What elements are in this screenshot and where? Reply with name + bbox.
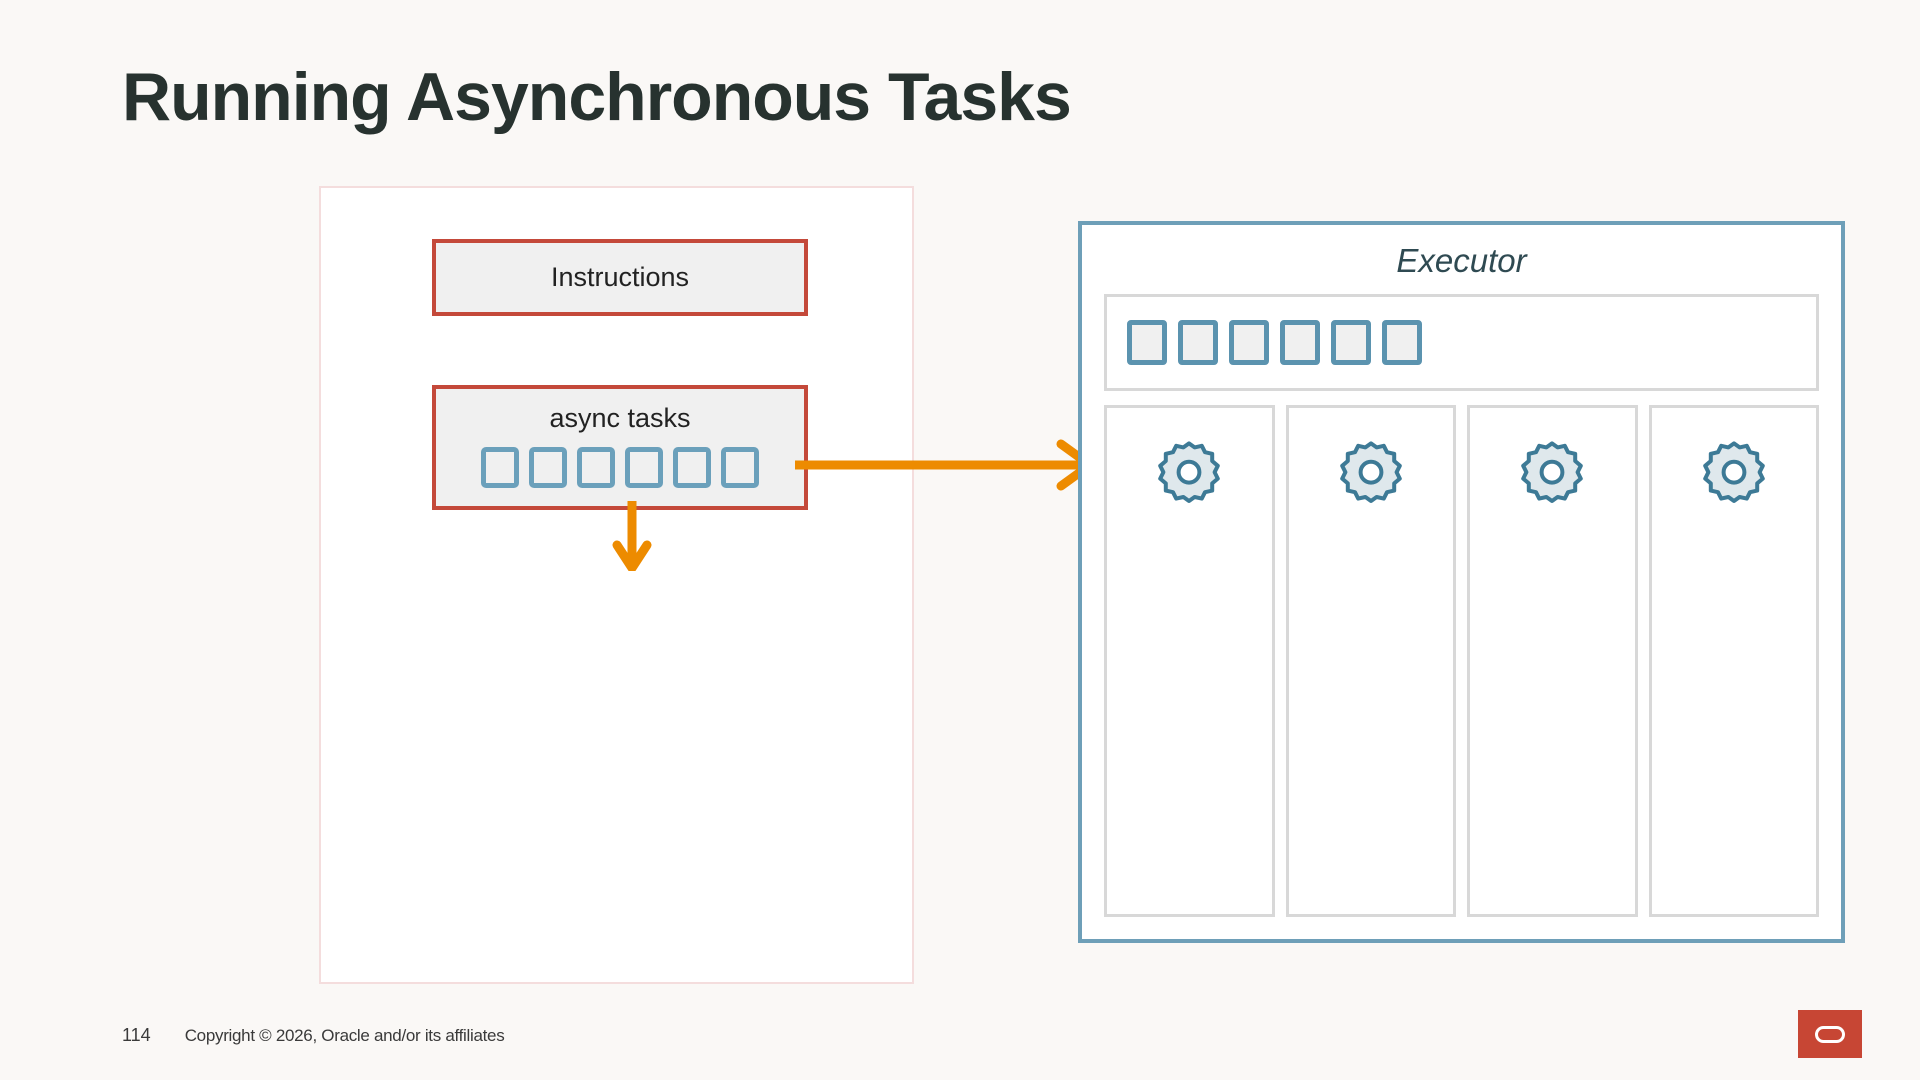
executor-panel: Executor <box>1078 221 1845 943</box>
worker-column <box>1104 405 1275 917</box>
gear-icon <box>1339 441 1402 503</box>
async-tasks-label: async tasks <box>549 403 691 433</box>
producer-panel: Instructions async tasks <box>319 186 914 984</box>
async-task-square-row <box>481 447 759 488</box>
oracle-logo-mark-icon <box>1815 1025 1845 1043</box>
executor-title: Executor <box>1396 242 1527 279</box>
task-square <box>529 447 567 488</box>
page-title: Running Asynchronous Tasks <box>122 59 1072 135</box>
instructions-box: Instructions <box>432 239 808 316</box>
queue-square <box>1229 320 1269 365</box>
footer: 114 Copyright © 2026, Oracle and/or its … <box>122 1025 505 1046</box>
task-square <box>577 447 615 488</box>
queue-square <box>1331 320 1371 365</box>
page-number: 114 <box>122 1025 151 1045</box>
instructions-to-async-arrow-icon <box>612 501 652 571</box>
worker-column <box>1467 405 1638 917</box>
gear-icon <box>1521 441 1584 503</box>
executor-queue <box>1104 294 1819 391</box>
worker-column <box>1285 405 1456 917</box>
task-square <box>625 447 663 488</box>
worker-column <box>1648 405 1819 917</box>
queue-square <box>1178 320 1218 365</box>
copyright-text: Copyright © 2026, Oracle and/or its affi… <box>184 1026 505 1045</box>
instructions-label: Instructions <box>550 262 690 292</box>
async-to-executor-arrow-icon <box>795 439 1095 491</box>
oracle-logo <box>1798 1010 1862 1058</box>
queue-square <box>1280 320 1320 365</box>
task-square <box>481 447 519 488</box>
queue-square <box>1382 320 1422 365</box>
executor-worker-row <box>1104 405 1819 917</box>
gear-icon <box>1158 441 1221 503</box>
task-square <box>673 447 711 488</box>
gear-icon <box>1702 441 1765 503</box>
async-tasks-box: async tasks <box>432 385 808 510</box>
queue-square <box>1127 320 1167 365</box>
task-square <box>721 447 759 488</box>
